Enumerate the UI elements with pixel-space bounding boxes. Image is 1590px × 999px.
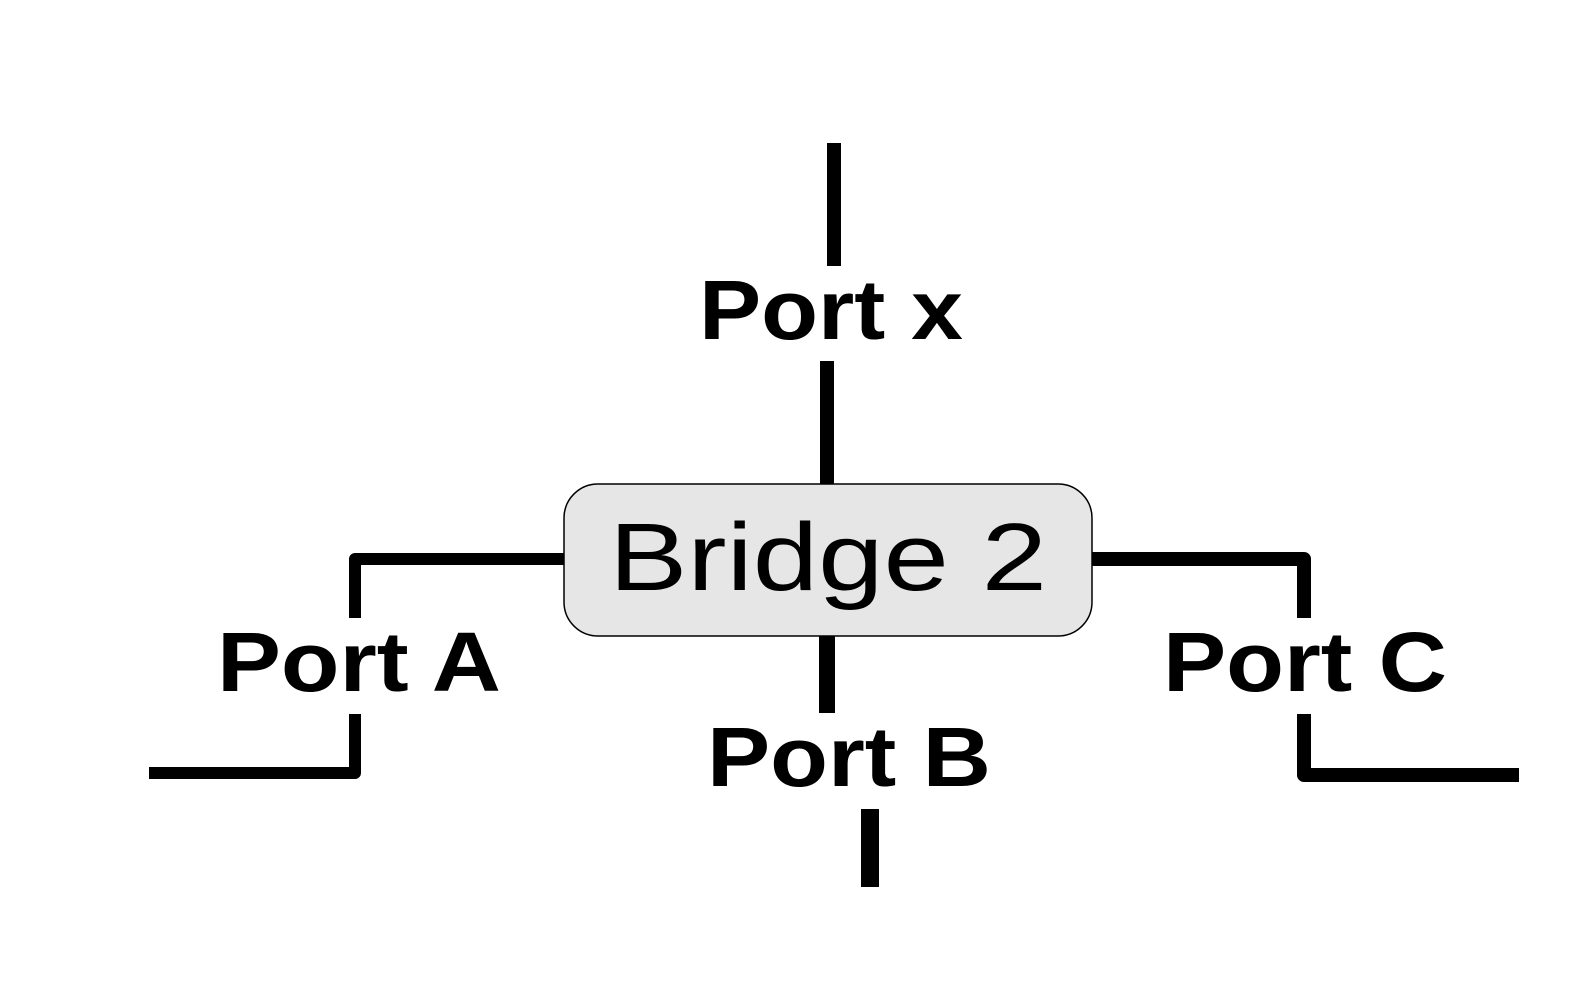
port-c-label: Port C [1163,615,1447,709]
port-a-connector [149,553,564,779]
bridge-label: Bridge 2 [609,504,1047,611]
port-a-label: Port A [217,615,501,709]
port-a-wire-lower [149,714,361,779]
port-x-connector [820,143,841,484]
bridge-node: Bridge 2 [563,483,1093,637]
port-c-wire-upper [1091,552,1311,618]
port-c-wire-lower [1297,714,1519,782]
port-c-connector [1091,552,1519,782]
port-x-label: Port x [699,263,963,357]
port-b-connector [819,636,879,887]
bridge-box [563,483,1093,637]
port-b-label: Port B [707,710,991,804]
port-a-wire-upper [349,553,564,618]
